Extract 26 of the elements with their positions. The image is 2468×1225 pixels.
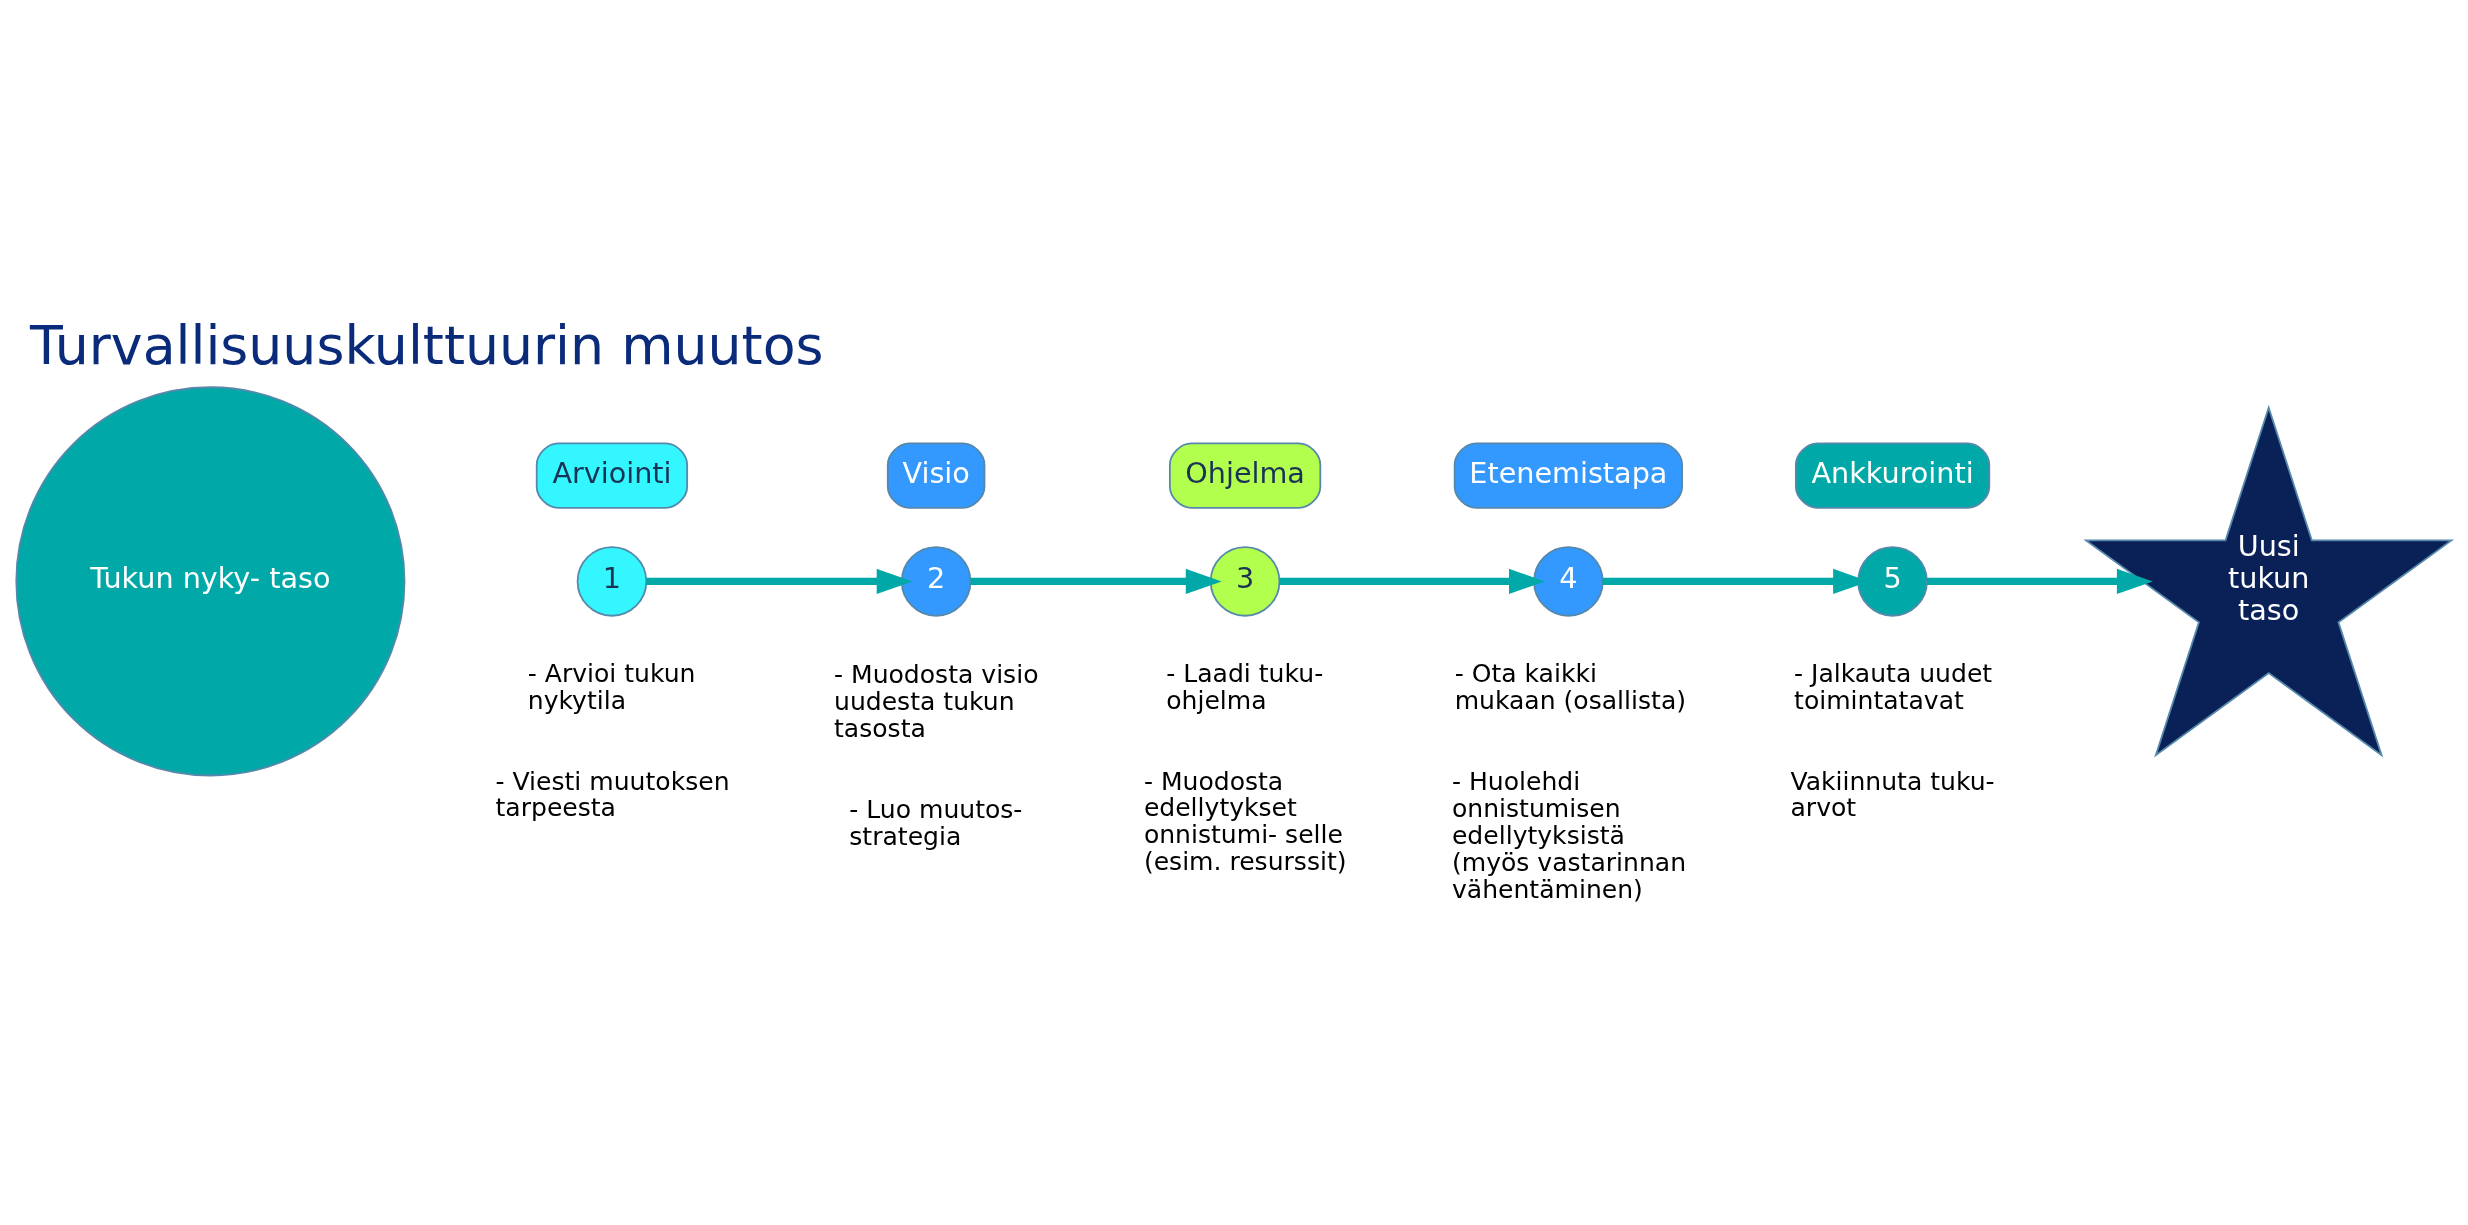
node-label: - Luo muutos- strategia xyxy=(849,794,1023,851)
node-label: - Jalkauta uudet toimintatavat xyxy=(1794,658,1993,715)
node-label: - Arvioi tukun nykytila xyxy=(527,658,696,715)
node-box: Ankkurointi xyxy=(1794,442,1991,509)
node-box: Etenemistapa xyxy=(1453,442,1683,509)
node-circle: 4 xyxy=(1533,545,1604,617)
node-box: Arviointi xyxy=(535,442,689,509)
node-label: - Huolehdi onnistumisen edellytyksistä (myös vastarinnan vähentäminen) xyxy=(1451,766,1687,904)
node-box: Ohjelma xyxy=(1168,442,1322,509)
node-circle: Tukun nyky- taso xyxy=(15,385,406,776)
node-circle: 3 xyxy=(1209,545,1281,617)
node-label: - Ota kaikki mukaan (osallista) xyxy=(1454,658,1687,715)
node-label: - Muodosta edellytykset onnistumi- selle (esim. resurssit) xyxy=(1143,766,1347,876)
node-circle: 2 xyxy=(900,545,972,617)
node-label: - Viesti muutoksen tarpeesta xyxy=(495,766,730,822)
diagram-title: Turvallisuuskulttuurin muutos xyxy=(30,313,824,377)
arrow xyxy=(970,568,1222,594)
arrow xyxy=(646,568,913,594)
node-circle: 5 xyxy=(1857,545,1928,617)
node-label: - Muodosta visio uudesta tukun tasosta xyxy=(834,659,1039,743)
node-label: - Laadi tuku- ohjelma xyxy=(1166,658,1324,715)
arrow xyxy=(1926,568,2153,594)
node-box: Visio xyxy=(886,442,986,509)
arrow xyxy=(1279,568,1545,594)
node-label: Vakiinnuta tuku- arvot xyxy=(1790,766,1995,822)
node-circle: 1 xyxy=(576,545,648,617)
